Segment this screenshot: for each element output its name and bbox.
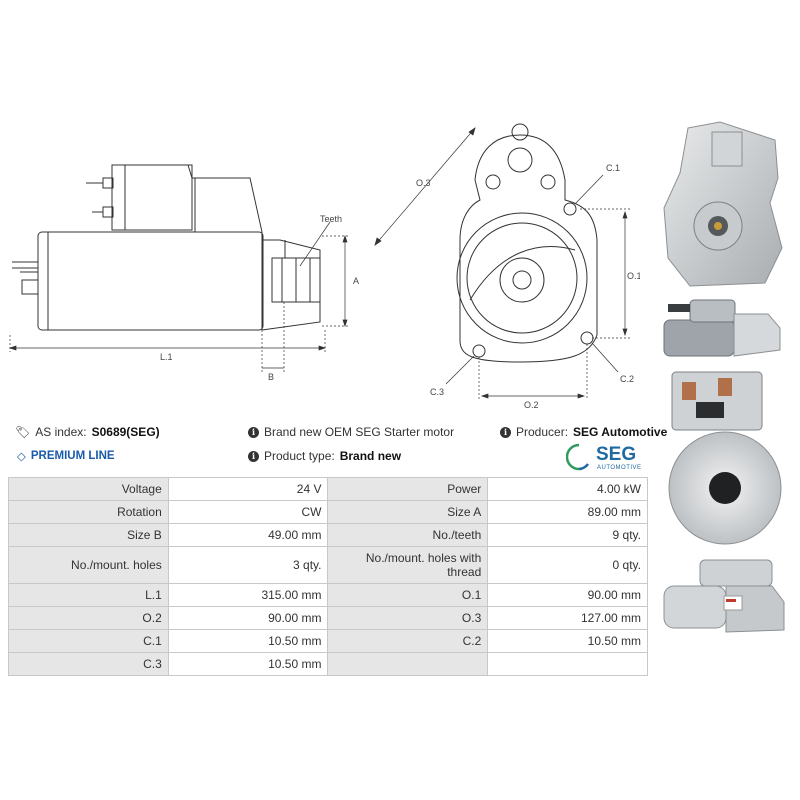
- spec-value: [487, 652, 648, 676]
- hole-c1: [563, 202, 577, 216]
- producer-value: SEG Automotive: [573, 425, 668, 439]
- dim-b-label: B: [268, 372, 274, 382]
- dim-c3-label: C.3: [430, 387, 444, 397]
- solenoid: [111, 164, 193, 231]
- spec-value: 10.50 mm: [167, 652, 329, 676]
- product-photo-side: [663, 299, 781, 357]
- info-icon: i: [248, 426, 259, 438]
- diamond-icon: ◇: [17, 451, 26, 463]
- spec-label: No./mount. holes with thread: [327, 546, 489, 584]
- spec-label: C.2: [327, 629, 489, 653]
- premium-line-row: ◇ PREMIUM LINE: [17, 449, 115, 463]
- as-index-row: 🏷︎ AS index: S0689(SEG): [15, 425, 160, 439]
- spec-label: C.1: [8, 629, 169, 653]
- description-text: Brand new OEM SEG Starter motor: [264, 425, 455, 439]
- tag-icon: 🏷︎: [15, 425, 31, 439]
- technical-drawing: Teeth A B L.1 O.3 C.1 O.1: [8, 123, 640, 410]
- spec-label: Power: [327, 477, 489, 501]
- product-photo-front: [663, 121, 783, 287]
- spec-value: 315.00 mm: [167, 583, 329, 607]
- dim-a-label: A: [353, 276, 359, 286]
- teeth-label: Teeth: [320, 214, 342, 224]
- spec-label: [327, 652, 489, 676]
- logo-subtext: AUTOMOTIVE: [597, 465, 642, 471]
- info-icon: i: [500, 426, 511, 438]
- spec-value: 4.00 kW: [487, 477, 648, 501]
- spec-label: No./teeth: [327, 523, 489, 547]
- dim-c2-label: C.2: [620, 374, 634, 384]
- spec-label: O.2: [8, 606, 169, 630]
- front-view: [456, 123, 598, 363]
- logo-text: SEG: [596, 444, 636, 465]
- solenoid-outline: [112, 164, 263, 330]
- spec-label: Voltage: [8, 477, 169, 501]
- hole-c3: [472, 344, 486, 358]
- spec-value: 10.50 mm: [167, 629, 329, 653]
- spec-label: No./mount. holes: [8, 546, 169, 584]
- spec-value: 90.00 mm: [167, 606, 329, 630]
- spec-value: 24 V: [167, 477, 329, 501]
- seg-automotive-logo: SEG AUTOMOTIVE: [566, 443, 642, 471]
- producer-label: Producer:: [516, 425, 569, 439]
- spec-label: Size B: [8, 523, 169, 547]
- spec-label: L.1: [8, 583, 169, 607]
- as-index-label: AS index:: [35, 425, 87, 439]
- spec-value: 90.00 mm: [487, 583, 648, 607]
- description-row: i Brand new OEM SEG Starter motor: [248, 425, 454, 439]
- spec-value: 0 qty.: [487, 546, 648, 584]
- producer-row: i Producer: SEG Automotive: [500, 425, 667, 439]
- dim-o1-label: O.1: [627, 271, 640, 281]
- spec-label: O.1: [327, 583, 489, 607]
- product-type-row: i Product type: Brand new: [248, 449, 401, 463]
- product-photo-angle: [663, 559, 785, 633]
- product-photo-rear: [668, 371, 782, 545]
- as-index-value: S0689(SEG): [91, 425, 160, 439]
- spec-label: O.3: [327, 606, 489, 630]
- dim-c1-label: C.1: [606, 163, 620, 173]
- spec-value: 127.00 mm: [487, 606, 648, 630]
- spec-value: 89.00 mm: [487, 500, 648, 524]
- spec-value: 3 qty.: [167, 546, 329, 584]
- spec-value: CW: [167, 500, 329, 524]
- spec-value: 49.00 mm: [167, 523, 329, 547]
- dim-o3-label: O.3: [416, 178, 431, 188]
- spec-label: C.3: [8, 652, 169, 676]
- hole-c2: [580, 331, 594, 345]
- motor-body: [37, 231, 264, 331]
- spec-label: Size A: [327, 500, 489, 524]
- info-icon: i: [248, 450, 259, 462]
- product-type-value: Brand new: [339, 449, 402, 463]
- dim-l1-label: L.1: [160, 352, 173, 362]
- spec-value: 10.50 mm: [487, 629, 648, 653]
- dim-o2-label: O.2: [524, 400, 539, 410]
- product-type-label: Product type:: [264, 449, 335, 463]
- spec-value: 9 qty.: [487, 523, 648, 547]
- premium-line-label: PREMIUM LINE: [30, 450, 115, 462]
- spec-label: Rotation: [8, 500, 169, 524]
